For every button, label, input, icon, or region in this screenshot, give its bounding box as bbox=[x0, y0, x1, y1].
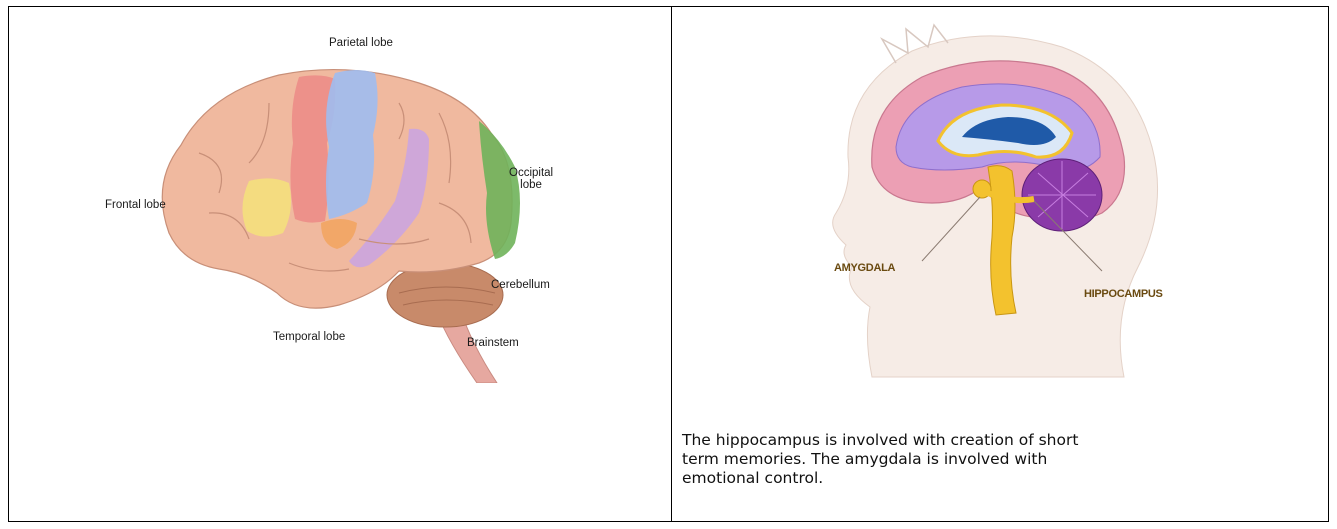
content-table: Parietal lobe Frontal lobe Occipital lob… bbox=[8, 6, 1329, 522]
label-occipital-line2: lobe bbox=[509, 179, 553, 191]
label-temporal-lobe: Temporal lobe bbox=[273, 331, 345, 343]
label-frontal-lobe: Frontal lobe bbox=[105, 199, 166, 211]
label-parietal-lobe: Parietal lobe bbox=[329, 37, 393, 49]
limbic-system-illustration bbox=[812, 17, 1182, 387]
label-amygdala: AMYGDALA bbox=[834, 262, 895, 274]
label-cerebellum: Cerebellum bbox=[491, 279, 550, 291]
label-hippocampus: HIPPOCAMPUS bbox=[1084, 288, 1163, 300]
label-occipital-lobe: Occipital lobe bbox=[509, 167, 553, 191]
label-occipital-line1: Occipital bbox=[509, 167, 553, 179]
right-cell: AMYGDALA HIPPOCAMPUS The hippocampus is … bbox=[672, 7, 1328, 521]
left-cell: Parietal lobe Frontal lobe Occipital lob… bbox=[9, 7, 672, 521]
limbic-caption: The hippocampus is involved with creatio… bbox=[682, 431, 1112, 488]
label-brainstem: Brainstem bbox=[467, 337, 519, 349]
